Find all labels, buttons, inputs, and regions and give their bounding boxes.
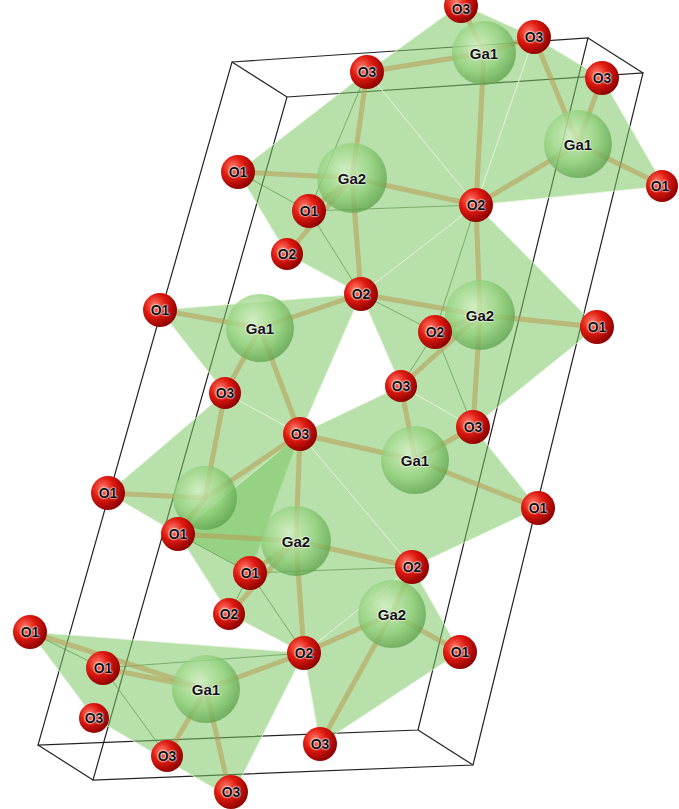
gallium-label: Ga1 bbox=[564, 137, 592, 152]
oxygen-label: O3 bbox=[452, 2, 471, 16]
oxygen-label: O3 bbox=[158, 749, 177, 763]
oxygen-label: O3 bbox=[85, 711, 104, 725]
oxygen-label: O1 bbox=[169, 527, 188, 541]
oxygen-label: O1 bbox=[151, 303, 170, 317]
oxygen-label: O2 bbox=[403, 560, 422, 574]
gallium-label: Ga2 bbox=[282, 534, 310, 549]
oxygen-label: O2 bbox=[426, 325, 445, 339]
oxygen-label: O3 bbox=[222, 785, 241, 799]
oxygen-label: O3 bbox=[525, 30, 544, 44]
oxygen-label: O2 bbox=[278, 247, 297, 261]
oxygen-label: O1 bbox=[651, 179, 670, 193]
oxygen-label: O2 bbox=[467, 198, 486, 212]
oxygen-label: O3 bbox=[392, 379, 411, 393]
gallium-label: Ga2 bbox=[338, 171, 366, 186]
oxygen-label: O3 bbox=[593, 71, 612, 85]
gallium-label: Ga1 bbox=[470, 46, 498, 61]
oxygen-label: O3 bbox=[358, 65, 377, 79]
gallium-label: Ga1 bbox=[246, 321, 274, 336]
gallium-label: Ga2 bbox=[378, 607, 406, 622]
polyhedron-edges bbox=[30, 72, 476, 756]
o-atoms bbox=[13, 0, 678, 809]
gallium-label: Ga1 bbox=[192, 682, 220, 697]
oxygen-label: O1 bbox=[229, 165, 248, 179]
oxygen-label: O1 bbox=[529, 501, 548, 515]
oxygen-label: O1 bbox=[21, 625, 40, 639]
oxygen-label: O3 bbox=[216, 386, 235, 400]
oxygen-label: O2 bbox=[220, 607, 239, 621]
oxygen-label: O1 bbox=[300, 204, 319, 218]
oxygen-label: O3 bbox=[311, 737, 330, 751]
oxygen-label: O2 bbox=[352, 287, 371, 301]
oxygen-label: O1 bbox=[588, 320, 607, 334]
gallium-label: Ga2 bbox=[466, 308, 494, 323]
oxygen-label: O1 bbox=[94, 661, 113, 675]
polyhedra bbox=[30, 4, 664, 798]
oxygen-label: O3 bbox=[464, 420, 483, 434]
gallium-label: Ga1 bbox=[401, 453, 429, 468]
oxygen-label: O2 bbox=[295, 646, 314, 660]
oxygen-label: O1 bbox=[241, 566, 260, 580]
oxygen-label: O1 bbox=[99, 486, 118, 500]
oxygen-label: O1 bbox=[451, 645, 470, 659]
oxygen-label: O3 bbox=[291, 427, 310, 441]
ga-atoms bbox=[172, 21, 612, 723]
bonds bbox=[30, 4, 664, 798]
